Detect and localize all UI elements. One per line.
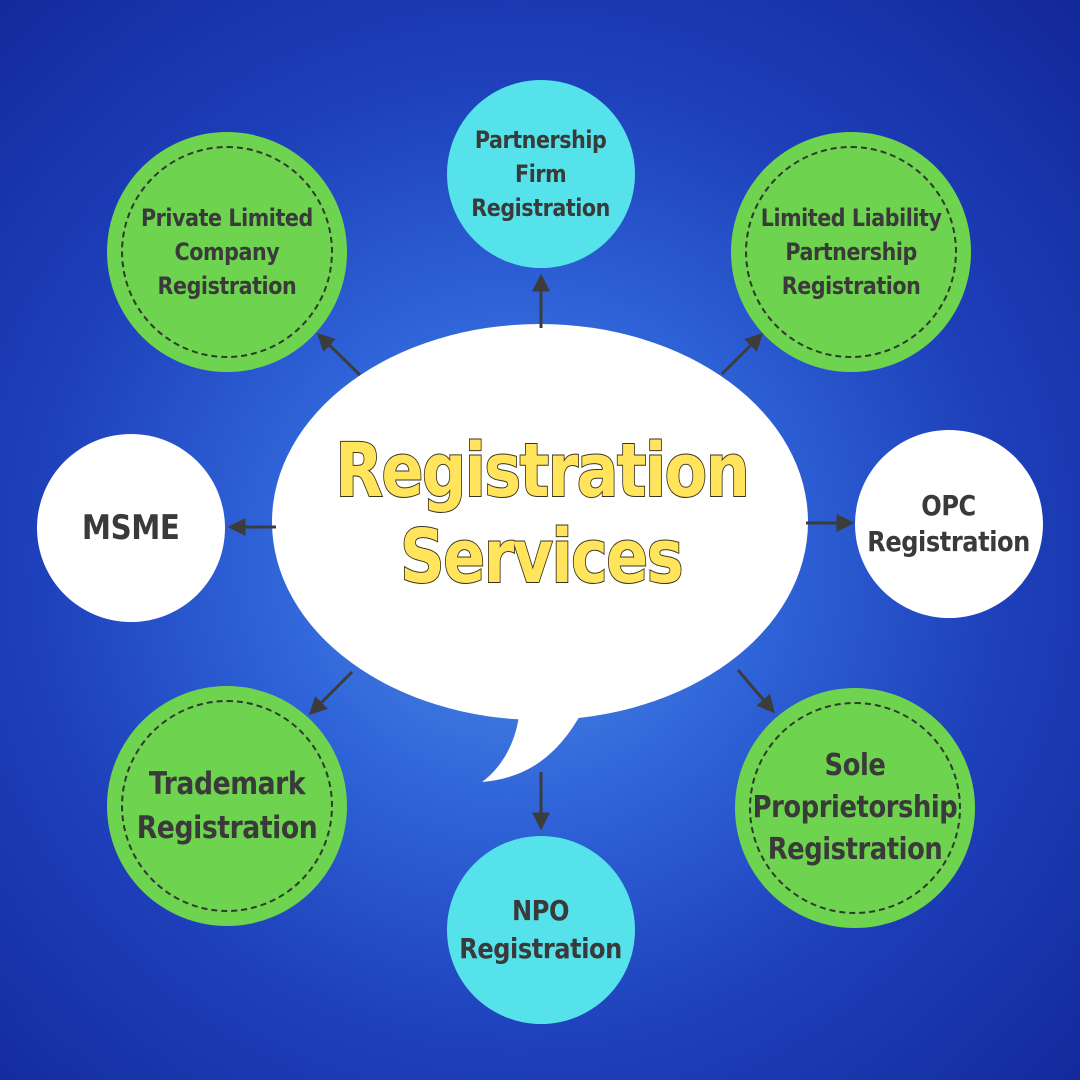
dashed-ring bbox=[121, 146, 333, 358]
node-label: Sole Proprietorship Registration bbox=[752, 748, 958, 867]
node-msme: MSME bbox=[37, 434, 225, 622]
node-trademark: Trademark Registration bbox=[107, 686, 347, 926]
title-line-1: Registration bbox=[334, 427, 750, 515]
node-label: MSME bbox=[82, 508, 180, 548]
node-label: Trademark Registration bbox=[136, 766, 318, 846]
node-partnership-firm: Partnership Firm Registration bbox=[447, 80, 635, 268]
arrow-to-private-limited bbox=[316, 332, 362, 377]
arrow-to-llp bbox=[720, 332, 764, 376]
node-label: Limited Liability Partnership Registrati… bbox=[760, 204, 942, 300]
node-label: OPC Registration bbox=[867, 489, 1031, 558]
diagram-title: Registration Services bbox=[334, 427, 750, 601]
dashed-ring bbox=[121, 700, 333, 912]
speech-bubble bbox=[272, 324, 808, 782]
node-npo: NPO Registration bbox=[447, 836, 635, 1024]
node-label: Private Limited Company Registration bbox=[141, 204, 313, 300]
node-opc: OPC Registration bbox=[855, 430, 1043, 618]
node-label: Partnership Firm Registration bbox=[471, 126, 611, 222]
title-line-2: Services bbox=[399, 513, 684, 601]
node-private-limited-company: Private Limited Company Registration bbox=[107, 132, 347, 372]
node-limited-liability-partnership: Limited Liability Partnership Registrati… bbox=[731, 132, 971, 372]
node-sole-proprietorship: Sole Proprietorship Registration bbox=[735, 688, 975, 928]
dashed-ring bbox=[745, 146, 957, 358]
arrow-to-trademark bbox=[308, 670, 354, 716]
arrow-to-sole-proprietorship bbox=[736, 669, 775, 714]
node-label: NPO Registration bbox=[459, 894, 623, 965]
dashed-ring bbox=[749, 702, 961, 914]
